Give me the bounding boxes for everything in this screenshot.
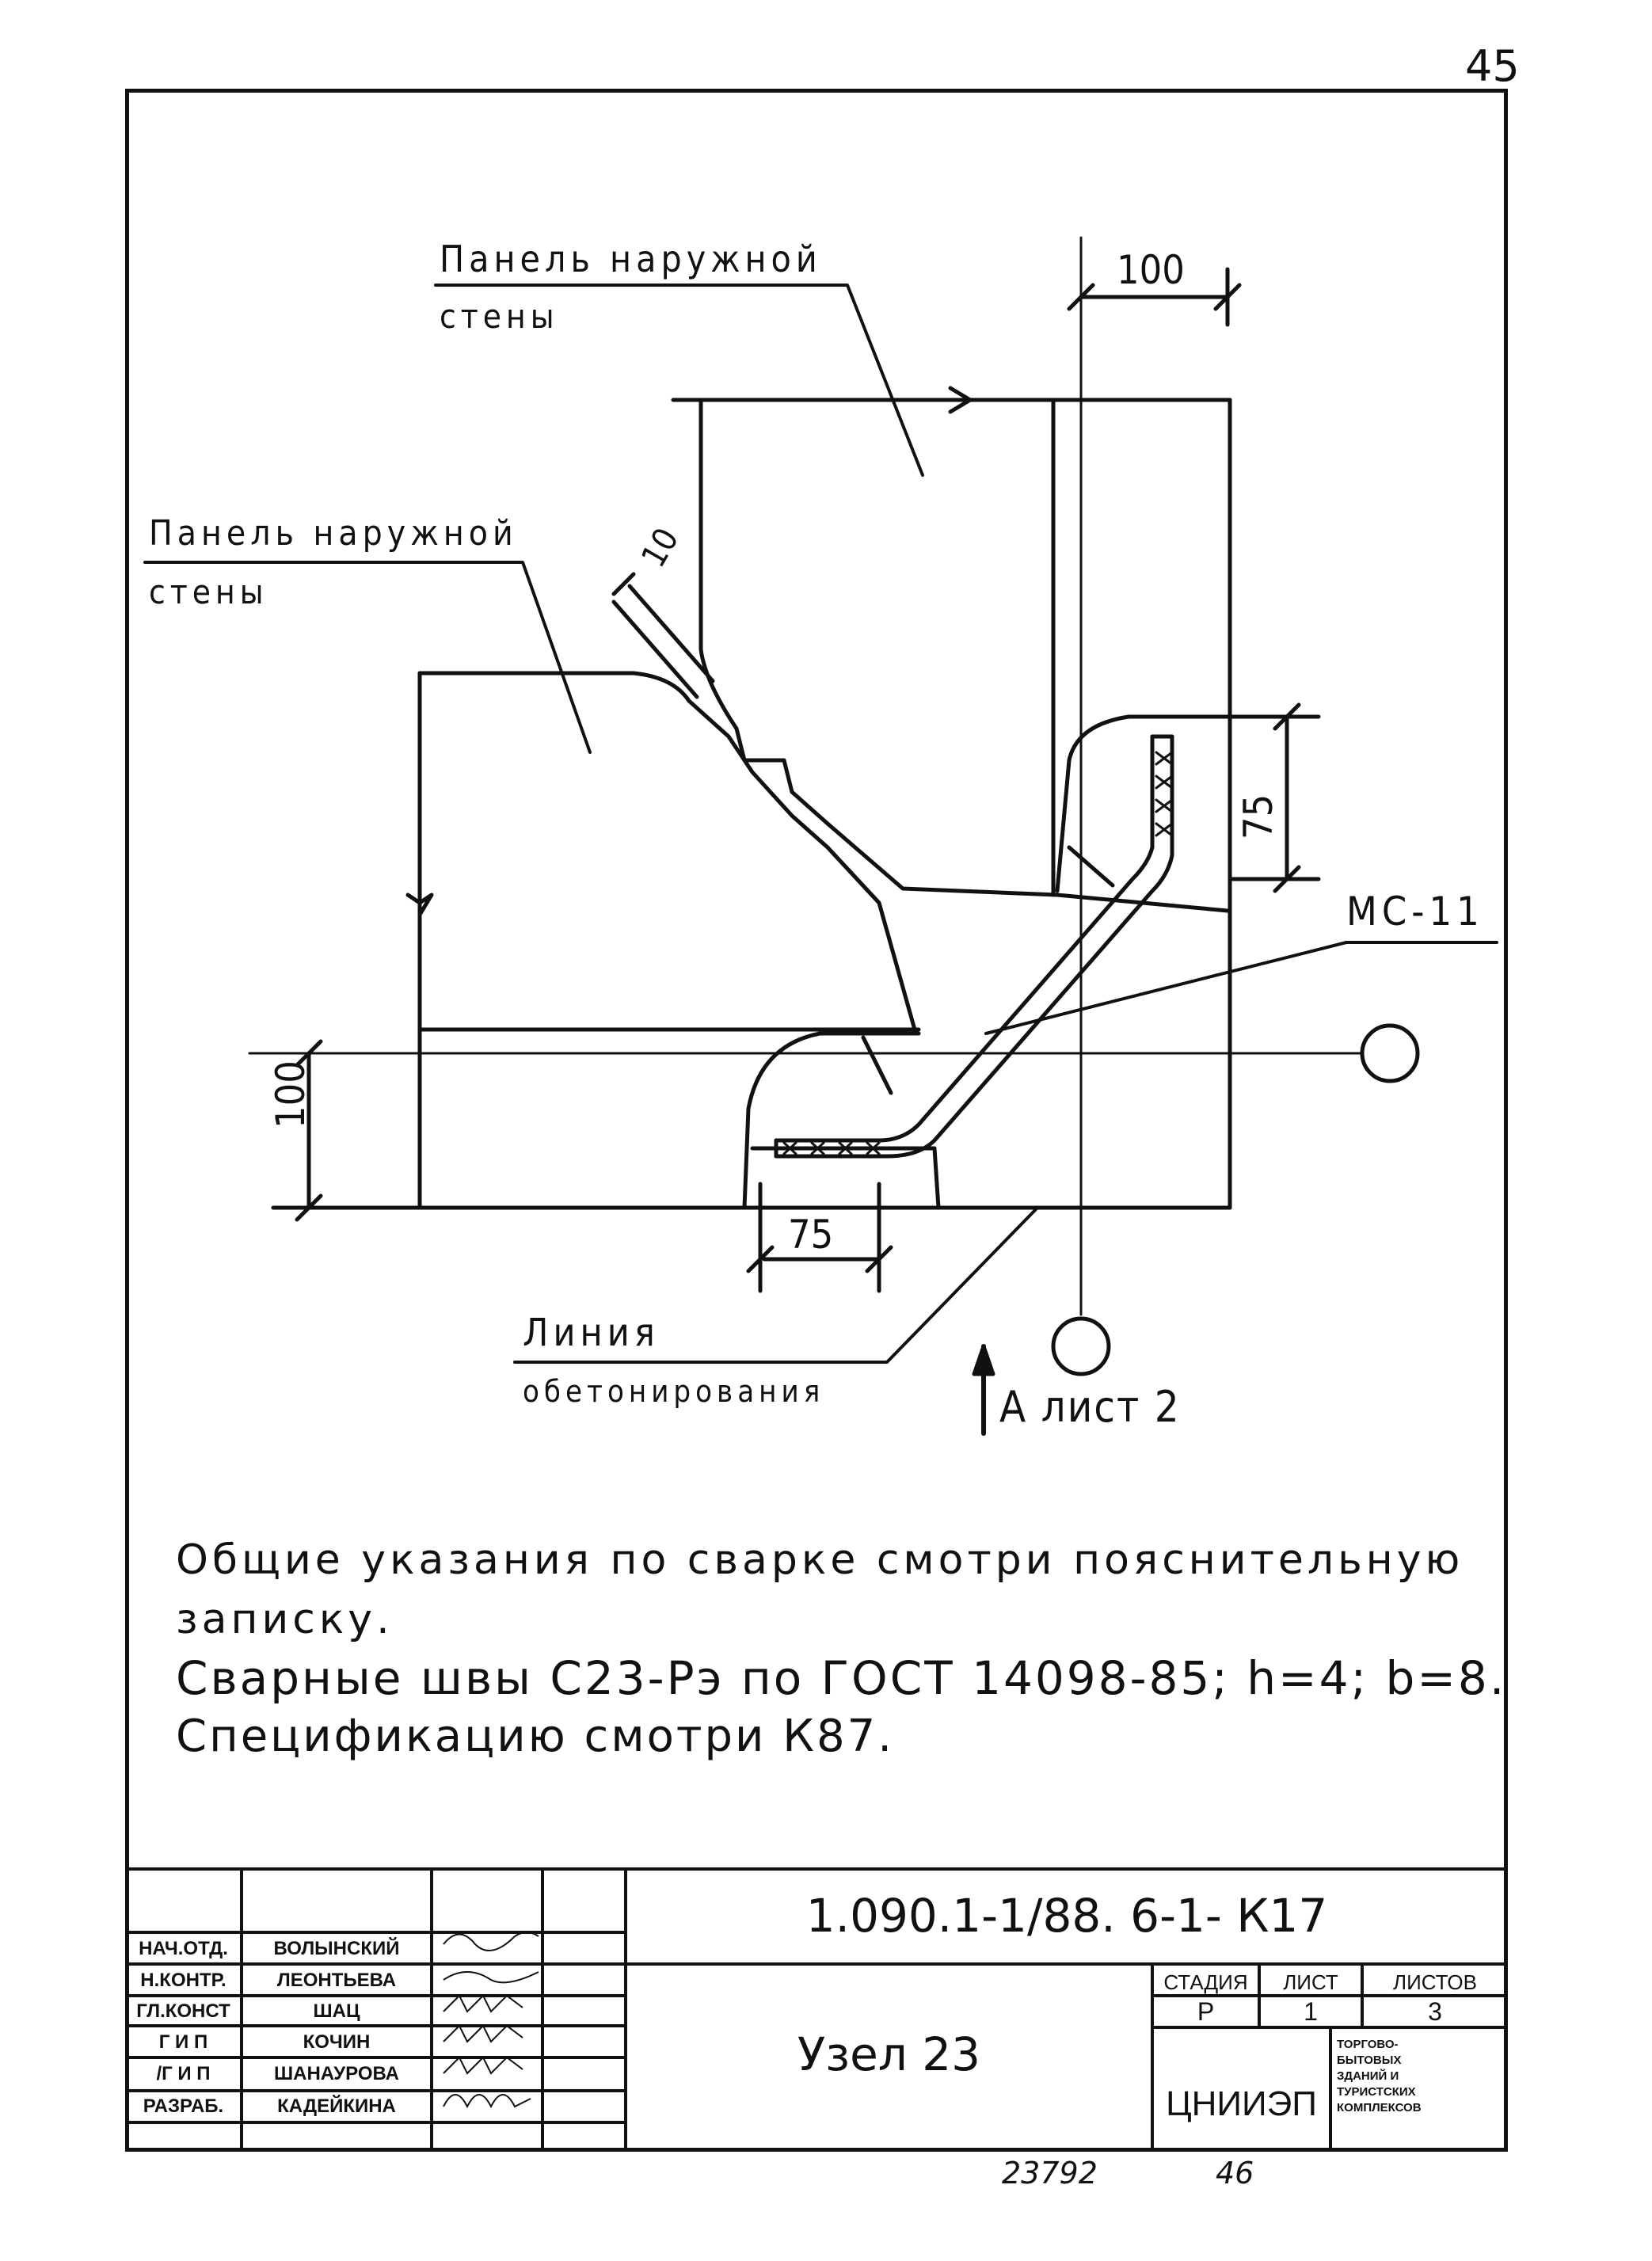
org-desc-line-0: ТОРГОВО-: [1337, 2038, 1399, 2051]
label-panel-top-line2: стены: [440, 297, 559, 336]
organization-description: ТОРГОВО- БЫТОВЫХ ЗДАНИЙ И ТУРИСТСКИХ КОМ…: [1337, 2037, 1503, 2116]
label-panel-top-line1: Панель наружной: [440, 238, 822, 280]
label-view-ref: А лист 2: [999, 1382, 1181, 1432]
dim-top: 100: [1117, 247, 1185, 293]
axis-marker-bottom: [1051, 1316, 1111, 1376]
note-line-2: записку.: [176, 1596, 394, 1643]
name-3: КОЧИН: [303, 2031, 371, 2053]
name-5: КАДЕЙКИНА: [277, 2095, 396, 2117]
role-2: ГЛ.КОНСТ: [136, 2000, 230, 2022]
drawing-title: Узел 23: [797, 2027, 981, 2081]
document-code: 1.090.1-1/88. 6-1- К17: [805, 1889, 1328, 1943]
page-number: 46: [1216, 2156, 1254, 2191]
dim-bottom: 75: [788, 1212, 834, 1258]
mc11-bar: [774, 734, 1155, 1143]
sheets-header: ЛИСТОВ: [1393, 1970, 1477, 1994]
inventory-number: 23792: [1002, 2156, 1098, 2191]
name-2: ШАЦ: [313, 2000, 360, 2022]
left-panel-outline: [417, 671, 917, 1032]
label-concrete-line2: обетонирования: [523, 1374, 825, 1409]
label-panel-left-line2: стены: [149, 573, 268, 611]
label-mc11: МС-11: [1346, 889, 1484, 934]
role-5: РАЗРАБ.: [143, 2095, 224, 2117]
sheet-header: ЛИСТ: [1283, 1970, 1338, 1994]
label-concrete-line1: Линия: [523, 1311, 660, 1355]
stage-header: СТАДИЯ: [1163, 1970, 1248, 1994]
stage-value: Р: [1197, 1997, 1215, 2026]
sheet-value: 1: [1304, 1997, 1318, 2026]
name-4: ШАНАУРОВА: [274, 2063, 399, 2084]
sheet-number: 45: [1465, 41, 1520, 91]
name-0: ВОЛЫНСКИЙ: [273, 1938, 400, 1959]
org-desc-line-1: БЫТОВЫХ: [1337, 2054, 1402, 2067]
label-panel-left-line1: Панель наружной: [149, 513, 518, 554]
role-3: Г И П: [158, 2031, 208, 2053]
org-desc-line-3: ТУРИСТСКИХ: [1337, 2085, 1416, 2099]
name-1: ЛЕОНТЬЕВА: [276, 1970, 397, 1991]
note-line-4: Спецификацию смотри К87.: [176, 1711, 895, 1762]
org-desc-line-4: КОМПЛЕКСОВ: [1337, 2101, 1422, 2114]
role-0: НАЧ.ОТД.: [139, 1938, 228, 1959]
sheets-value: 3: [1428, 1997, 1442, 2026]
note-line-3: Сварные швы С23-Рэ по ГОСТ 14098-85; h=4…: [176, 1651, 1507, 1705]
role-4: /Г И П: [156, 2063, 211, 2084]
org-desc-line-2: ЗДАНИЙ И: [1337, 2069, 1399, 2083]
organization: ЦНИИЭП: [1166, 2084, 1317, 2123]
drawing-frame: [125, 89, 1508, 2152]
role-1: Н.КОНТР.: [140, 1970, 226, 1991]
note-line-1: Общие указания по сварке смотри поясните…: [176, 1536, 1464, 1584]
axis-marker-right: [1360, 1023, 1420, 1083]
